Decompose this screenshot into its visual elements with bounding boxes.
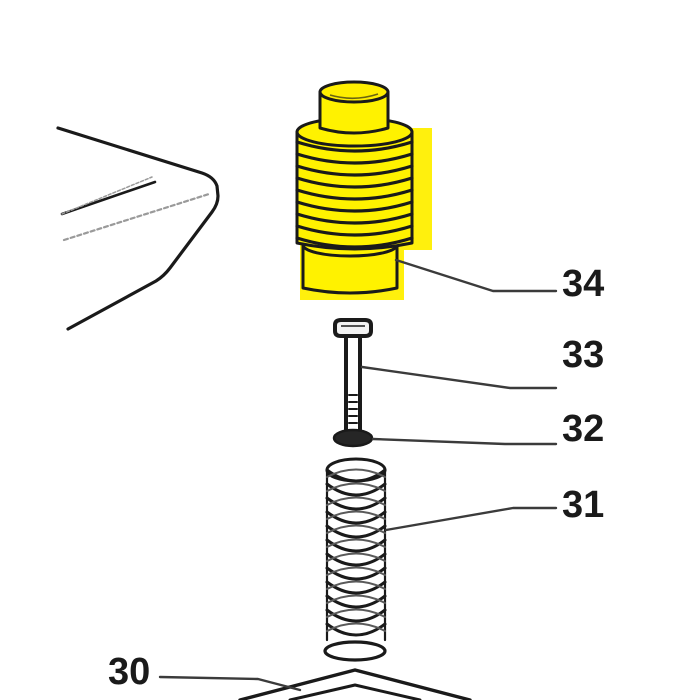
washer-body <box>332 428 374 448</box>
spring-back-12 <box>326 622 386 632</box>
callout-label-31: 31 <box>562 484 605 526</box>
leader-line-34 <box>394 258 558 293</box>
housing-inner-edge-upper <box>60 180 157 216</box>
thread-ring-8 <box>295 224 414 237</box>
housing-panel-part <box>56 126 220 331</box>
spring-back-2 <box>326 482 386 492</box>
spring-coil-12 <box>325 622 387 637</box>
spring-back-11 <box>326 608 386 618</box>
base-plate-boss <box>323 640 387 662</box>
thread-ring-7 <box>295 212 414 225</box>
bolt-head <box>333 318 373 338</box>
spring-back-4 <box>326 510 386 520</box>
callout-label-32: 32 <box>562 408 605 450</box>
spring-back-3 <box>326 496 386 506</box>
spring-coil-7 <box>325 552 387 567</box>
spring-back-1 <box>326 468 386 478</box>
housing-outer-edge <box>56 126 220 331</box>
spring-coil-6 <box>325 538 387 553</box>
spring-back-7 <box>326 552 386 562</box>
thread-ring-5 <box>295 188 414 201</box>
spring-coil-8 <box>325 566 387 581</box>
coil-spring-part <box>325 457 387 642</box>
callout-label-34: 34 <box>562 263 605 305</box>
bolt-shank <box>344 334 362 436</box>
spring-back-coils <box>326 468 386 632</box>
spring-back-8 <box>326 566 386 576</box>
thread-ring-1 <box>295 140 414 153</box>
callout-label-30: 30 <box>108 651 151 693</box>
spring-coil-3 <box>325 496 387 511</box>
bushing-cap-body <box>318 90 390 135</box>
leader-line-32 <box>371 437 558 446</box>
spring-back-10 <box>326 594 386 604</box>
thread-ring-4 <box>295 176 414 189</box>
leader-line-31 <box>384 506 558 532</box>
leader-line-33 <box>360 365 558 390</box>
spring-coil-2 <box>325 482 387 497</box>
spring-coil-4 <box>325 510 387 525</box>
leader-line-30 <box>158 675 302 692</box>
thread-ring-3 <box>295 164 414 177</box>
spring-back-9 <box>326 580 386 590</box>
base-plate-part <box>238 640 472 700</box>
base-plate-outer-chevron <box>238 668 472 700</box>
housing-hatch-lower <box>62 192 211 242</box>
spring-coil-10 <box>325 594 387 609</box>
spring-coil-11 <box>325 608 387 623</box>
thread-ring-6 <box>295 200 414 213</box>
thread-ring-2 <box>295 152 414 165</box>
bushing-thread-rings <box>295 140 414 249</box>
spring-coil-9 <box>325 580 387 595</box>
spring-back-5 <box>326 524 386 534</box>
thread-ring-9 <box>295 236 414 249</box>
bolt-part <box>333 318 373 436</box>
spring-coil-5 <box>325 524 387 539</box>
callout-label-33: 33 <box>562 334 605 376</box>
bushing-cap-highlight <box>329 93 379 100</box>
base-plate-inner-chevron <box>288 683 422 700</box>
threaded-bushing-part <box>295 80 432 300</box>
spring-back-6 <box>326 538 386 548</box>
washer-part <box>332 428 374 448</box>
bushing-lower-collar <box>301 243 399 295</box>
housing-hatch-upper <box>61 176 153 215</box>
